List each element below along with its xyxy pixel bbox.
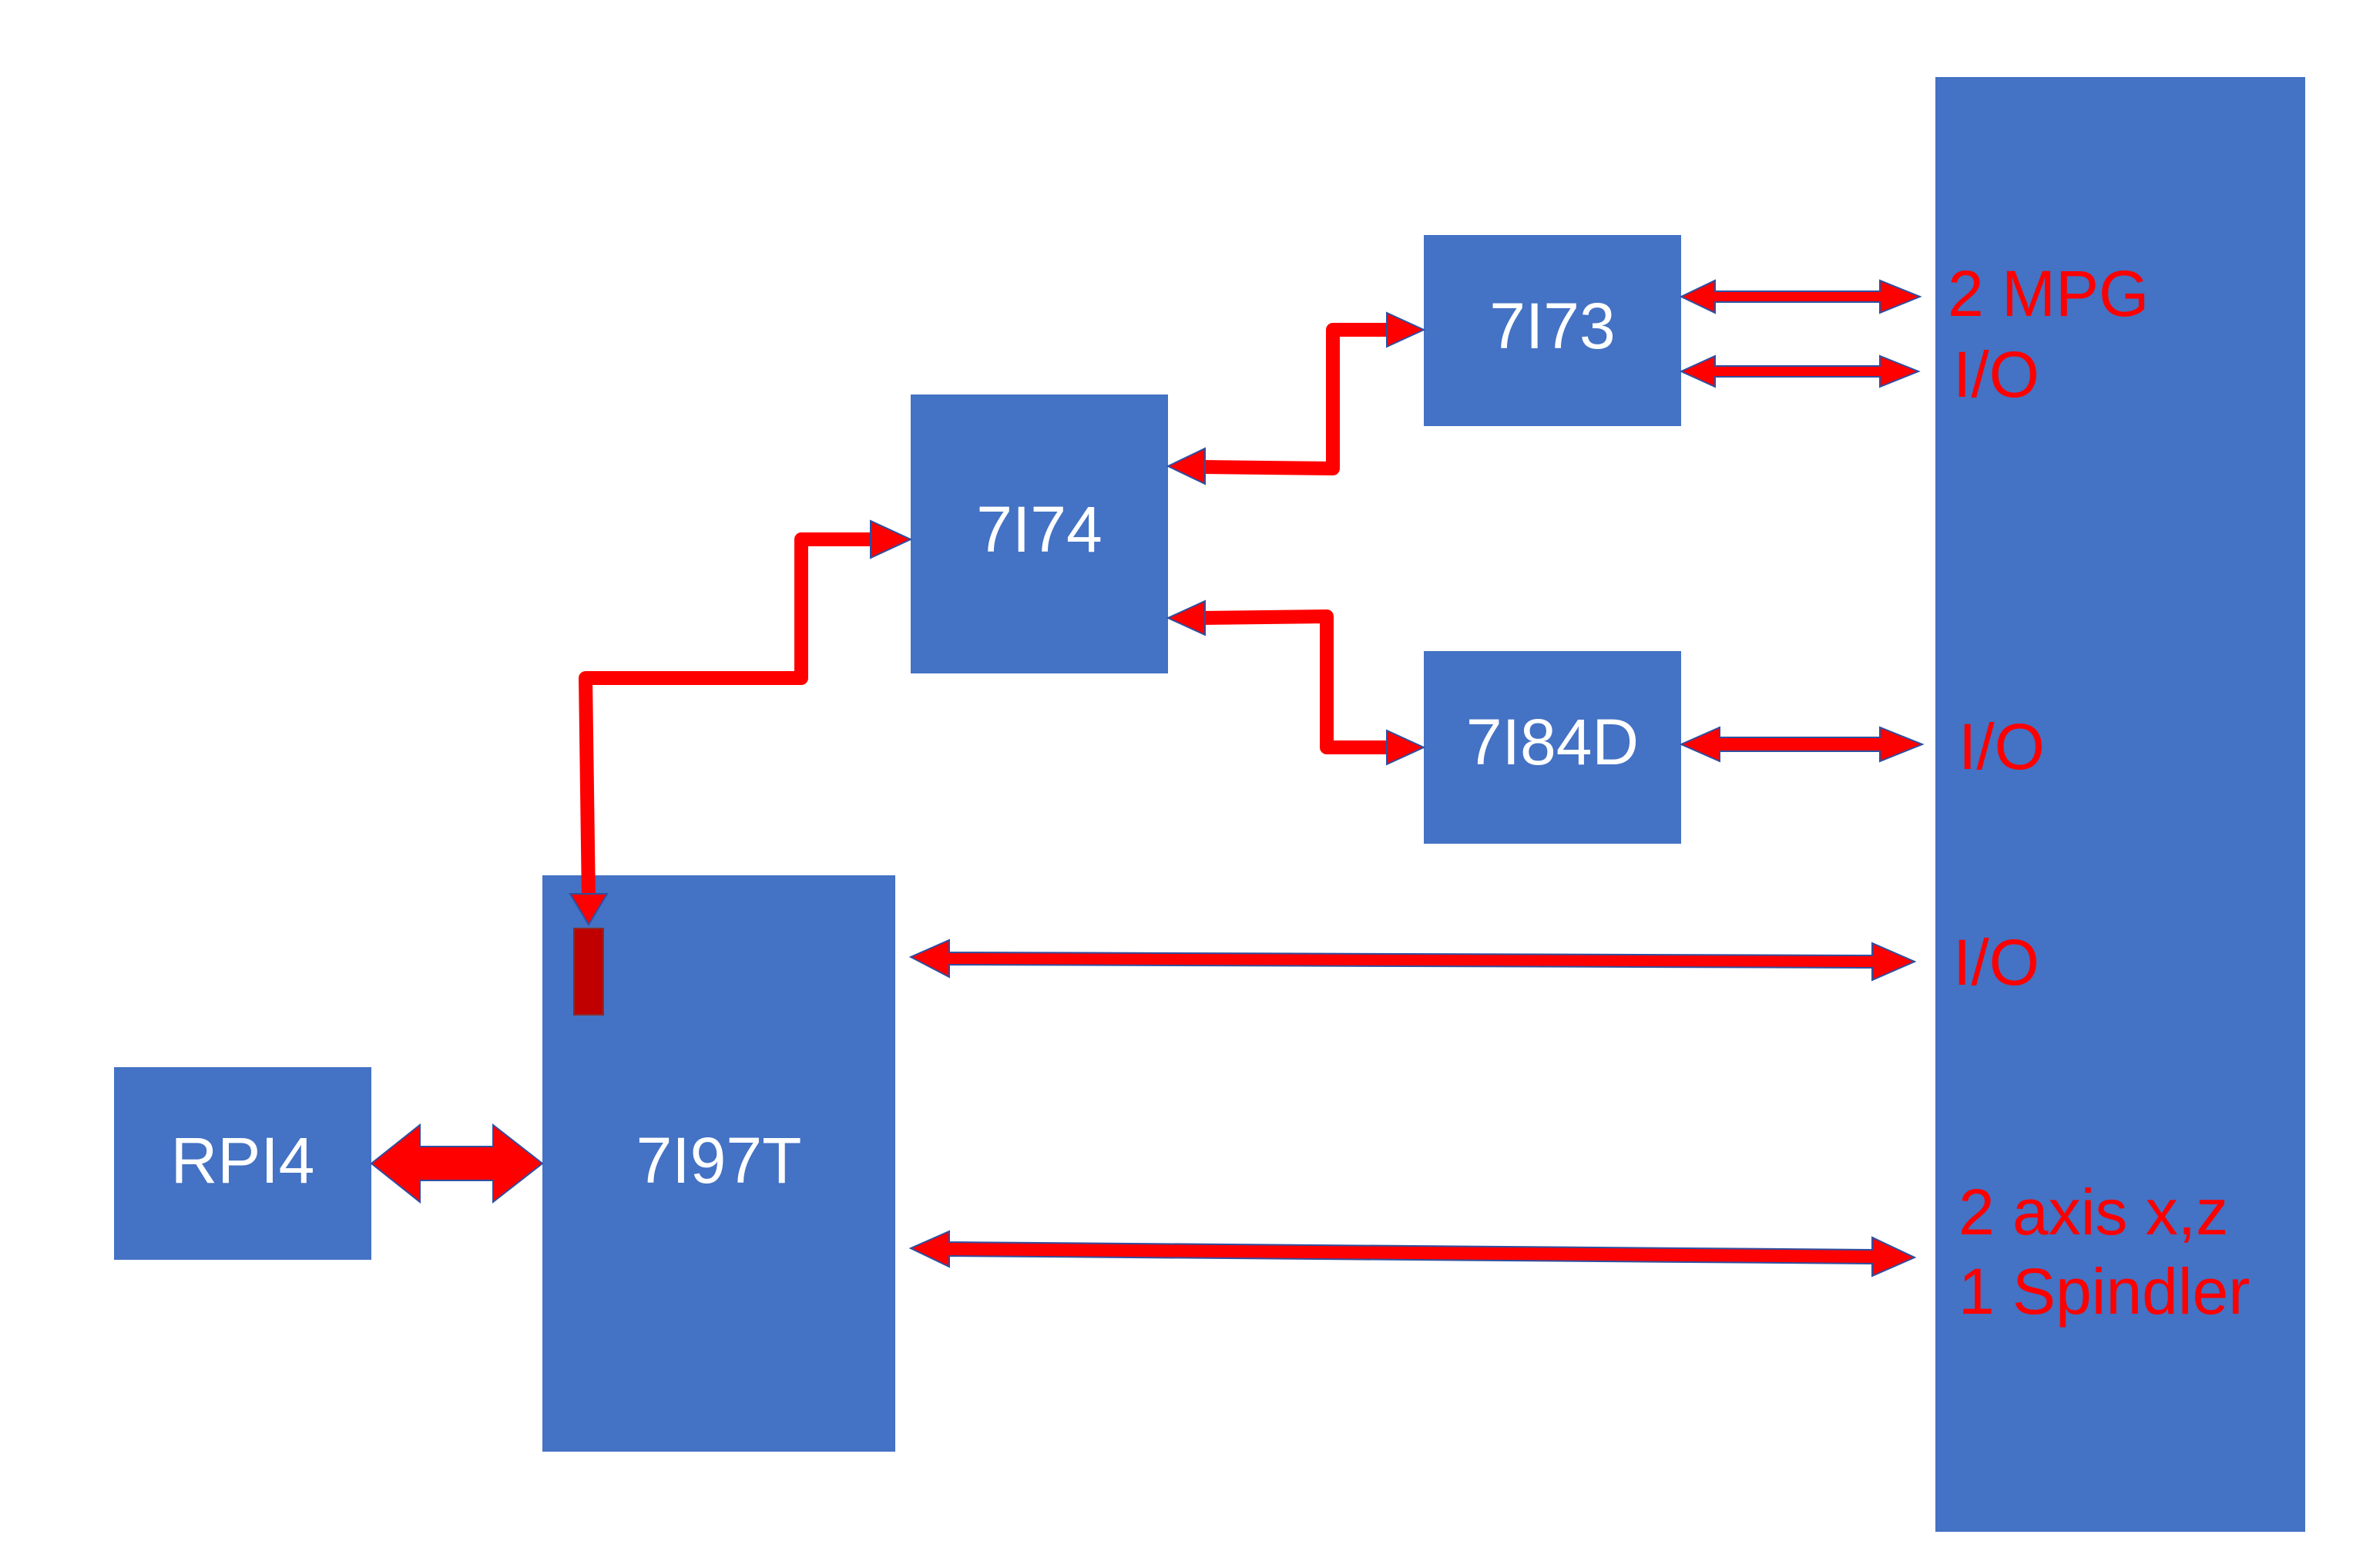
7i73-label: 7I73 [1489,290,1616,362]
7i84d-wire-arrowhead [1386,729,1426,766]
7i73-mpg-connector [1679,279,1922,314]
io-7i84d-label: I/O [1958,710,2045,783]
rpi4-7i97t-connector [370,1123,544,1204]
header-marker [573,928,604,1016]
rpi4-label: RPI4 [171,1124,315,1197]
7i84d-block [1424,651,1681,844]
mpg-label: 2 MPG [1948,257,2149,330]
7i74-wire-arrowhead [870,519,913,559]
7i74-top-arrowhead [1166,447,1206,485]
7i97t-io-connector [908,938,1917,982]
7i97t-7i74-wire [579,532,878,908]
7i73-wire-arrowhead [1386,311,1426,348]
7i74-block [911,395,1168,673]
7i97t-wire-arrowhead [569,893,609,926]
7i74-label: 7I74 [976,493,1103,566]
7i74-7i73-wire [1195,323,1394,475]
7i84d-io-connector [1679,726,1925,763]
io-7i97t-label: I/O [1953,926,2039,999]
7i74-bottom-arrowhead [1166,599,1206,636]
axis-label: 2 axis x,z [1958,1176,2228,1248]
7i74-7i84d-wire [1195,609,1394,754]
machine-panel [1935,77,2305,1532]
7i97t-label: 7I97T [636,1124,802,1197]
7i73-io-connector [1679,354,1921,388]
spindle-label: 1 Spindler [1958,1255,2250,1328]
7i73-block [1424,235,1681,426]
io-7i73-label: I/O [1953,338,2039,411]
7i84d-label: 7I84D [1466,706,1639,778]
rpi4-block [114,1067,371,1260]
7i97t-axis-connector [908,1230,1917,1278]
